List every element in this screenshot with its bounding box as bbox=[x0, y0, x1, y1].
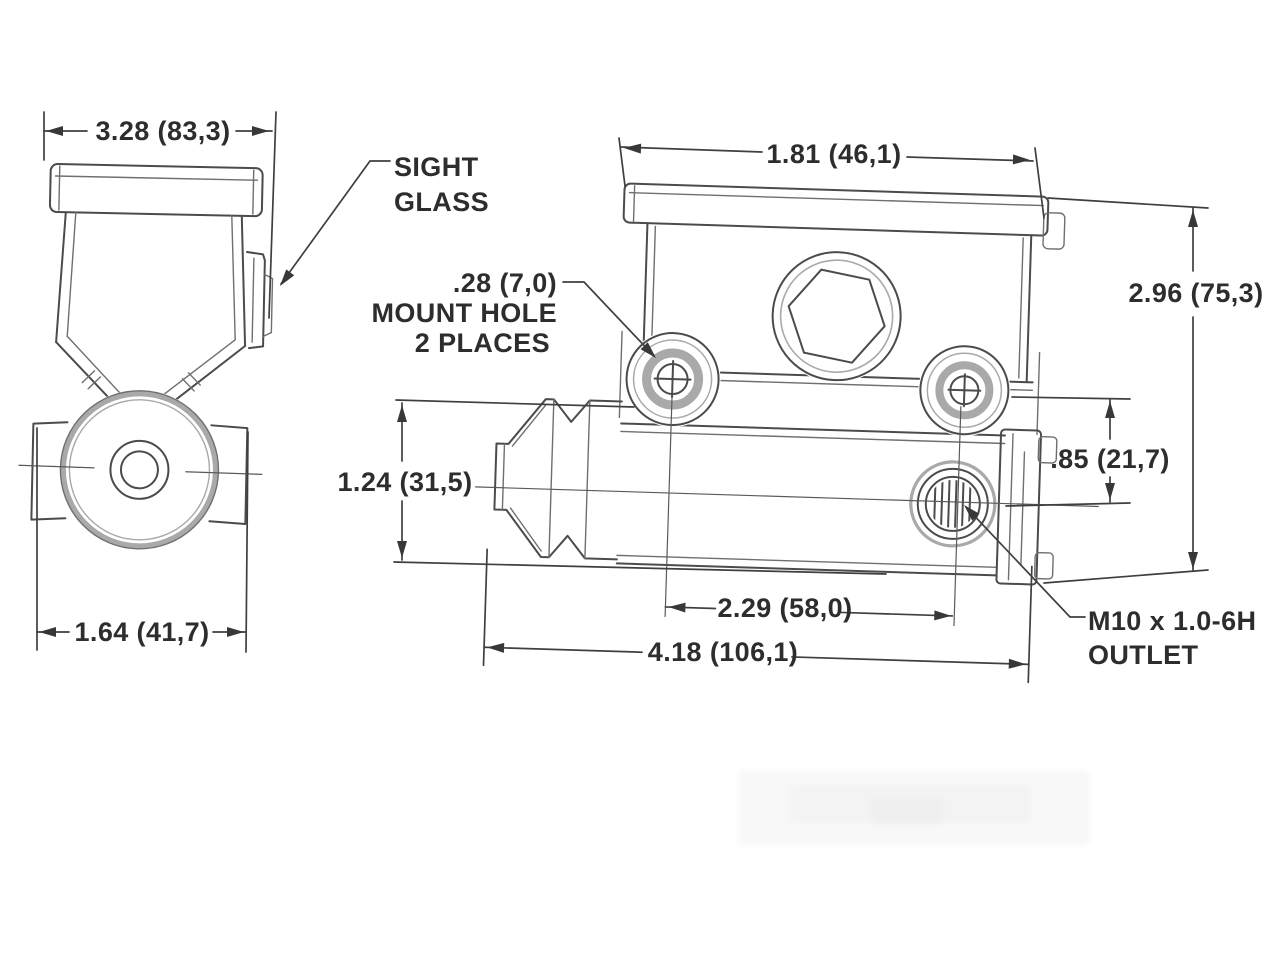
dim-text-1-24: 1.24 (31,5) bbox=[338, 467, 473, 497]
dim-overall-length-lines bbox=[482, 548, 1033, 684]
mount-hole-text-1: .28 (7,0) bbox=[453, 268, 557, 298]
faint-watermark bbox=[738, 770, 1090, 846]
dim-text-3-28: 3.28 (83,3) bbox=[96, 116, 231, 146]
centerline-left-view bbox=[18, 464, 263, 475]
dim-bore: 1.24 (31,5) bbox=[338, 399, 887, 575]
outlet-text-1: M10 x 1.0-6H bbox=[1088, 606, 1256, 636]
dim-mount-spacing-lines bbox=[664, 602, 954, 621]
dim-text-2-96: 2.96 (75,3) bbox=[1129, 278, 1264, 308]
dim-overall-height: 2.96 (75,3) bbox=[1043, 197, 1264, 584]
left-view bbox=[18, 163, 274, 550]
front-view bbox=[475, 182, 1099, 684]
push-rod-boot bbox=[493, 398, 623, 561]
mounting-ears-left-view bbox=[30, 421, 249, 526]
reservoir-lid-front bbox=[622, 182, 1066, 250]
mount-hole-left bbox=[624, 331, 721, 428]
sight-glass-label: SIGHT GLASS bbox=[280, 152, 489, 286]
dim-text-4-18: 4.18 (106,1) bbox=[648, 637, 798, 667]
reservoir-body-left bbox=[55, 211, 247, 414]
outlet-port bbox=[908, 459, 997, 548]
dim-text-0-85: .85 (21,7) bbox=[1050, 444, 1170, 474]
sight-glass-text-1: SIGHT bbox=[394, 152, 479, 182]
cylinder-barrel bbox=[615, 422, 1006, 577]
mount-hole-right bbox=[918, 344, 1011, 437]
dim-lid-width: 1.81 (46,1) bbox=[618, 137, 1045, 219]
dim-text-1-81: 1.81 (46,1) bbox=[767, 139, 902, 169]
mount-hole-text-2: MOUNT HOLE bbox=[372, 298, 558, 328]
end-flange bbox=[995, 428, 1058, 586]
cylinder-bore bbox=[59, 389, 220, 550]
dim-reservoir-width: 3.28 (83,3) bbox=[43, 111, 277, 319]
reservoir-lid-left bbox=[48, 163, 264, 218]
dim-text-2-29: 2.29 (58,0) bbox=[718, 593, 853, 623]
dim-outlet-offset: .85 (21,7) bbox=[1005, 396, 1170, 507]
mount-hole-text-3: 2 PLACES bbox=[415, 328, 550, 358]
centerlines-front-view bbox=[475, 397, 1099, 627]
outlet-text-2: OUTLET bbox=[1088, 640, 1198, 670]
sight-glass-tab bbox=[246, 251, 274, 350]
sight-glass-text-2: GLASS bbox=[394, 187, 489, 217]
dim-text-1-64: 1.64 (41,7) bbox=[75, 617, 210, 647]
outlet-callout: M10 x 1.0-6H OUTLET bbox=[964, 505, 1256, 670]
mount-hole-callout: .28 (7,0) MOUNT HOLE 2 PLACES bbox=[372, 268, 656, 358]
dim-base-width: 1.64 (41,7) bbox=[36, 427, 249, 653]
hex-cap bbox=[770, 250, 903, 383]
